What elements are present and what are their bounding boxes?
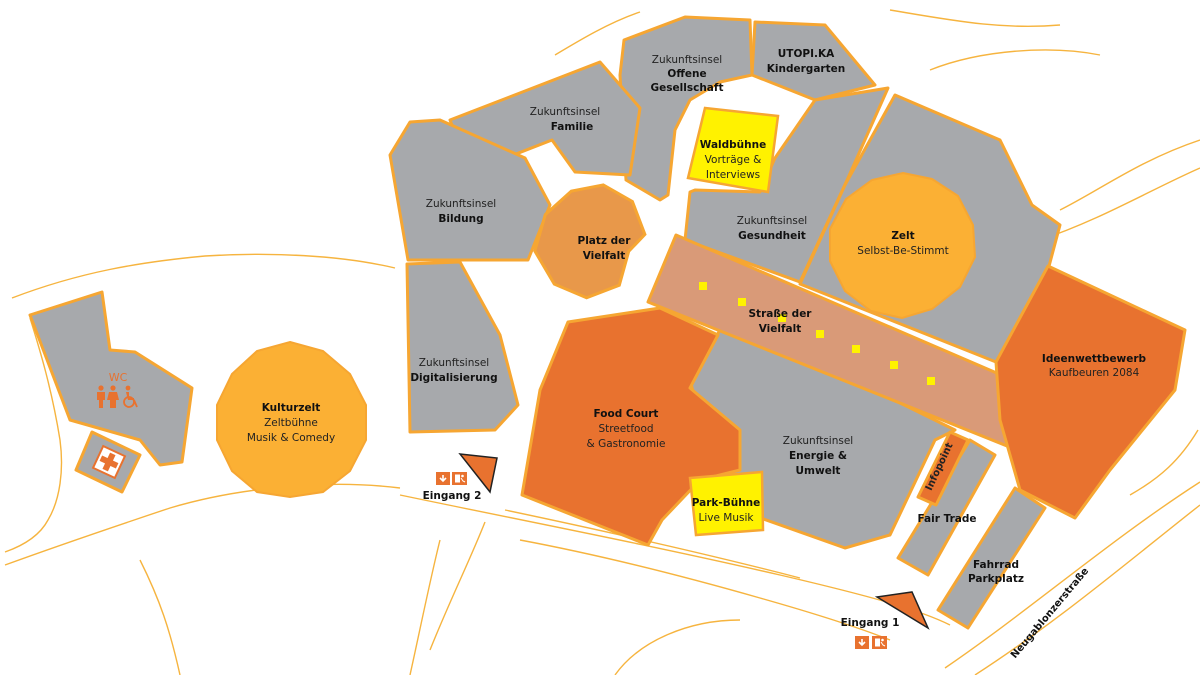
- label-offene-1: Zukunftsinsel: [652, 54, 722, 66]
- label-ideen-2: Kaufbeuren 2084: [1049, 367, 1140, 379]
- label-digitalisierung-2: Digitalisierung: [410, 372, 497, 384]
- zone-infopoint[interactable]: [916, 430, 970, 507]
- zone-platz-der-vielfalt[interactable]: [533, 183, 647, 300]
- label-familie-2: Familie: [551, 121, 594, 133]
- tent-zelt[interactable]: [829, 171, 977, 320]
- label-platz-1: Platz der: [578, 235, 632, 247]
- label-kulturzelt-3: Musik & Comedy: [247, 432, 335, 444]
- label-digitalisierung-1: Zukunftsinsel: [419, 357, 489, 369]
- label-waldbuehne-3: Interviews: [706, 169, 760, 181]
- label-platz-2: Vielfalt: [583, 250, 626, 262]
- label-offene-2: Offene: [667, 68, 706, 80]
- label-foodcourt-2: Streetfood: [598, 423, 653, 435]
- zone-fair-trade[interactable]: [896, 438, 997, 577]
- label-fahrrad-1: Fahrrad: [973, 559, 1019, 571]
- label-gesundheit-1: Zukunftsinsel: [737, 215, 807, 227]
- label-bildung-2: Bildung: [438, 213, 483, 225]
- stage-park-buehne[interactable]: [688, 470, 765, 537]
- label-fahrrad-2: Parkplatz: [968, 573, 1024, 585]
- first-aid-icon: [91, 444, 127, 480]
- label-energie-2: Energie &: [789, 450, 847, 462]
- label-zelt-2: Selbst-Be-Stimmt: [857, 245, 948, 257]
- strasse-dots: [699, 282, 935, 385]
- zone-gesundheit[interactable]: [683, 86, 890, 284]
- label-familie-1: Zukunftsinsel: [530, 106, 600, 118]
- label-strasse-2: Vielfalt: [759, 323, 802, 335]
- label-parkbuehne-2: Live Musik: [699, 512, 755, 524]
- label-wc: WC: [109, 371, 128, 384]
- zone-digitalisierung[interactable]: [405, 260, 520, 434]
- exit-icon: [855, 636, 887, 649]
- label-energie-1: Zukunftsinsel: [783, 435, 853, 447]
- label-zelt-1: Zelt: [891, 230, 914, 242]
- label-parkbuehne-1: Park-Bühne: [692, 497, 761, 509]
- exit-icon: [436, 472, 467, 485]
- label-kulturzelt-2: Zeltbühne: [264, 417, 318, 429]
- entrance-arrow-icon: [458, 453, 498, 494]
- label-waldbuehne-2: Vorträge &: [705, 154, 762, 166]
- entrance-1[interactable]: Eingang 1: [841, 591, 930, 649]
- zone-ideenwettbewerb[interactable]: [994, 264, 1187, 520]
- zone-utopika-kindergarten[interactable]: [750, 20, 877, 102]
- entrance-arrow-icon: [874, 591, 930, 630]
- label-eingang-1: Eingang 1: [841, 617, 900, 629]
- label-utopika-1: UTOPI.KA: [778, 48, 835, 60]
- label-gesundheit-2: Gesundheit: [738, 230, 806, 242]
- label-energie-3: Umwelt: [796, 465, 841, 477]
- label-eingang-2: Eingang 2: [423, 490, 482, 502]
- zone-fahrrad-parkplatz[interactable]: [936, 486, 1047, 630]
- label-bildung-1: Zukunftsinsel: [426, 198, 496, 210]
- zone-wc-building[interactable]: [28, 290, 194, 467]
- label-strasse-1: Straße der: [749, 308, 813, 320]
- label-foodcourt-1: Food Court: [594, 408, 659, 420]
- tent-kulturzelt[interactable]: [216, 340, 367, 499]
- toilet-icon: [97, 385, 138, 408]
- entrance-2[interactable]: Eingang 2: [423, 453, 498, 502]
- label-waldbuehne-1: Waldbühne: [700, 139, 766, 151]
- label-utopika-2: Kindergarten: [767, 63, 845, 75]
- label-foodcourt-3: & Gastronomie: [587, 438, 666, 450]
- wc-group: WC: [97, 371, 138, 408]
- stage-waldbuehne[interactable]: [686, 106, 780, 194]
- label-offene-3: Gesellschaft: [651, 82, 724, 94]
- label-kulturzelt-1: Kulturzelt: [262, 402, 321, 414]
- label-ideen-1: Ideenwettbewerb: [1042, 353, 1147, 365]
- label-fairtrade: Fair Trade: [918, 513, 977, 525]
